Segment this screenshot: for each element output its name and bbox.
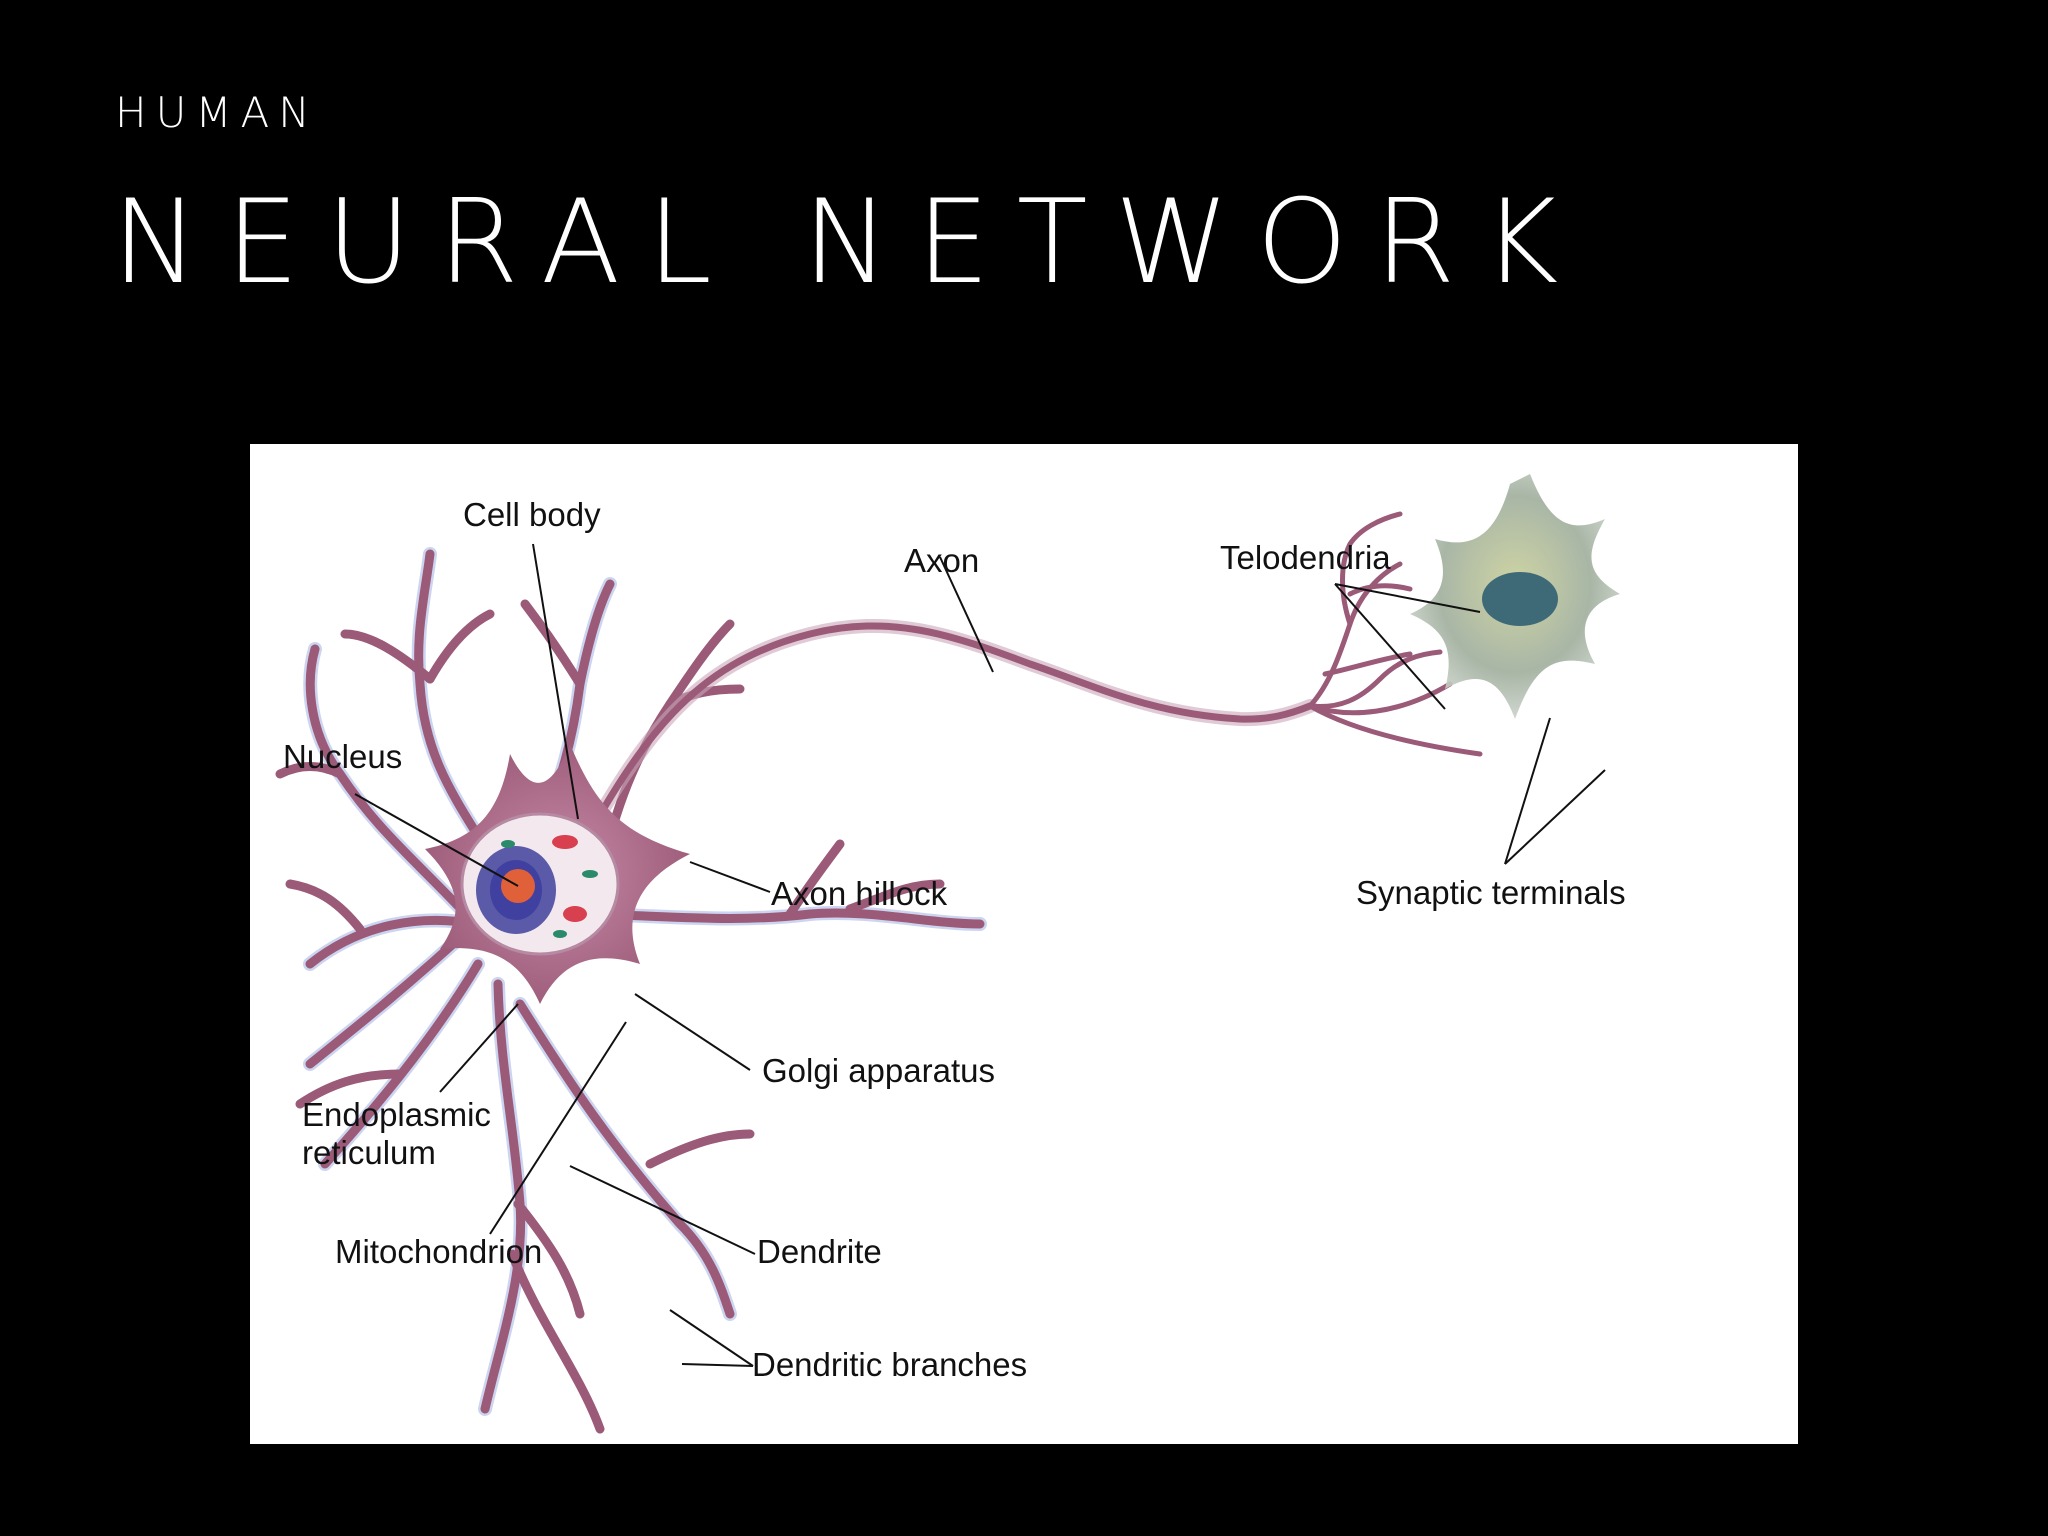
label-cell-body: Cell body — [463, 496, 601, 533]
target-cell — [1410, 474, 1620, 719]
slide-eyebrow: HUMAN — [115, 88, 319, 137]
cell-body — [425, 744, 690, 1004]
label-golgi-apparatus: Golgi apparatus — [762, 1052, 995, 1089]
target-nucleus — [1482, 572, 1558, 626]
mitochondrion — [553, 930, 567, 938]
label-axon-hillock: Axon hillock — [771, 875, 948, 912]
golgi-apparatus — [552, 835, 578, 849]
label-nucleus: Nucleus — [283, 738, 403, 775]
label-synaptic-terminals: Synaptic terminals — [1356, 874, 1626, 911]
label-axon: Axon — [904, 542, 980, 579]
dendrites — [275, 547, 987, 1434]
leader-lines — [354, 543, 1606, 1367]
label-dendrite: Dendrite — [757, 1233, 882, 1270]
label-mitochondrion: Mitochondrion — [335, 1233, 543, 1270]
telodendria — [1307, 511, 1483, 757]
label-dendritic-branches: Dendritic branches — [752, 1346, 1028, 1383]
slide-title: NEURAL NETWORK — [112, 175, 1586, 310]
axon — [573, 619, 1317, 856]
neuron-illustration — [275, 474, 1620, 1434]
label-telodendria: Telodendria — [1220, 539, 1391, 576]
label-endoplasmic-reticulum: Endoplasmic reticulum — [302, 1096, 491, 1171]
neuron-diagram: Cell body Axon Telodendria Nucleus Axon … — [250, 444, 1798, 1444]
